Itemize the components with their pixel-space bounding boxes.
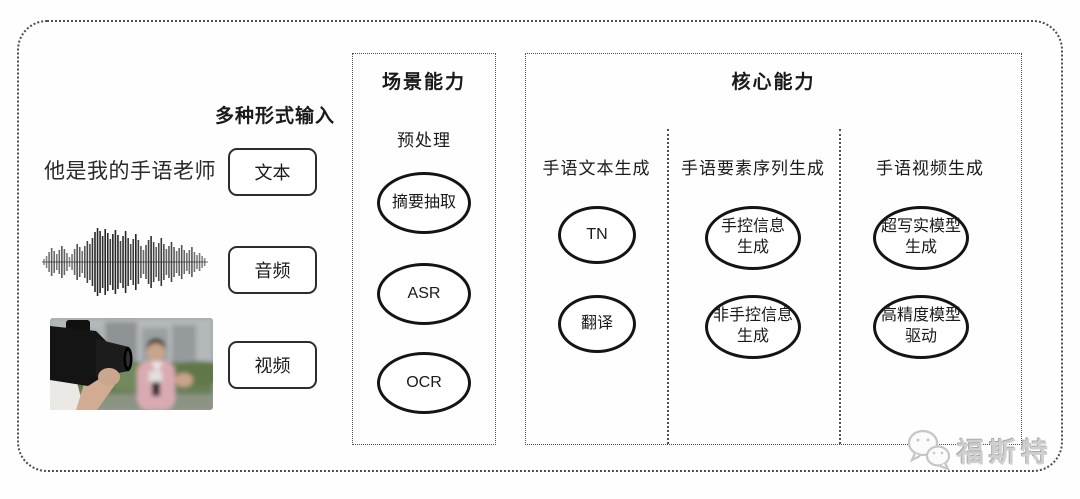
- input-mode-audio-box: 音频: [228, 246, 317, 294]
- input-mode-text-label: 文本: [254, 163, 291, 183]
- scene-panel-title: 场景能力: [381, 72, 466, 93]
- preprocess-label: 预处理: [397, 131, 451, 150]
- node-high-precision-model-driving: 高精度模型 驱动: [873, 295, 969, 359]
- node-hyperrealistic-model-generation: 超写实模型 生成: [873, 206, 969, 270]
- node-tn: TN: [558, 206, 636, 264]
- wechat-logo-icon: [907, 429, 951, 472]
- node-asr: ASR: [377, 263, 471, 325]
- sample-text: 他是我的手语老师: [44, 160, 216, 183]
- core-panel-title: 核心能力: [731, 72, 816, 93]
- node-manual-info-generation: 手控信息 生成: [705, 206, 801, 270]
- core-capability-panel: 核心能力 手语文本生成 手语要素序列生成 手语视频生成 TN 翻译 手控信息 生…: [525, 53, 1022, 445]
- column-divider: [839, 129, 841, 444]
- input-mode-video-label: 视频: [254, 356, 291, 376]
- input-mode-video-box: 视频: [228, 341, 317, 389]
- node-ocr: OCR: [377, 352, 471, 414]
- watermark-text: 福斯特: [957, 437, 1053, 468]
- outer-dotted-border: [17, 20, 1063, 472]
- input-mode-text-box: 文本: [228, 148, 317, 196]
- audio-waveform-icon: [42, 226, 208, 298]
- node-summary-extraction: 摘要抽取: [377, 172, 471, 234]
- column-header-text-generation: 手语文本生成: [542, 159, 651, 178]
- input-mode-audio-label: 音频: [254, 261, 291, 281]
- column-header-element-sequence-generation: 手语要素序列生成: [681, 159, 825, 178]
- column-header-video-generation: 手语视频生成: [876, 159, 984, 178]
- node-translation: 翻译: [558, 295, 636, 353]
- watermark: 福斯特: [905, 428, 1053, 472]
- scene-capability-panel: 场景能力 预处理 摘要抽取 ASR OCR: [352, 53, 496, 445]
- column-divider: [667, 129, 669, 444]
- input-section-label: 多种形式输入: [214, 106, 335, 127]
- node-non-manual-info-generation: 非手控信息 生成: [705, 295, 801, 359]
- reporter-filming-photo: [50, 318, 213, 410]
